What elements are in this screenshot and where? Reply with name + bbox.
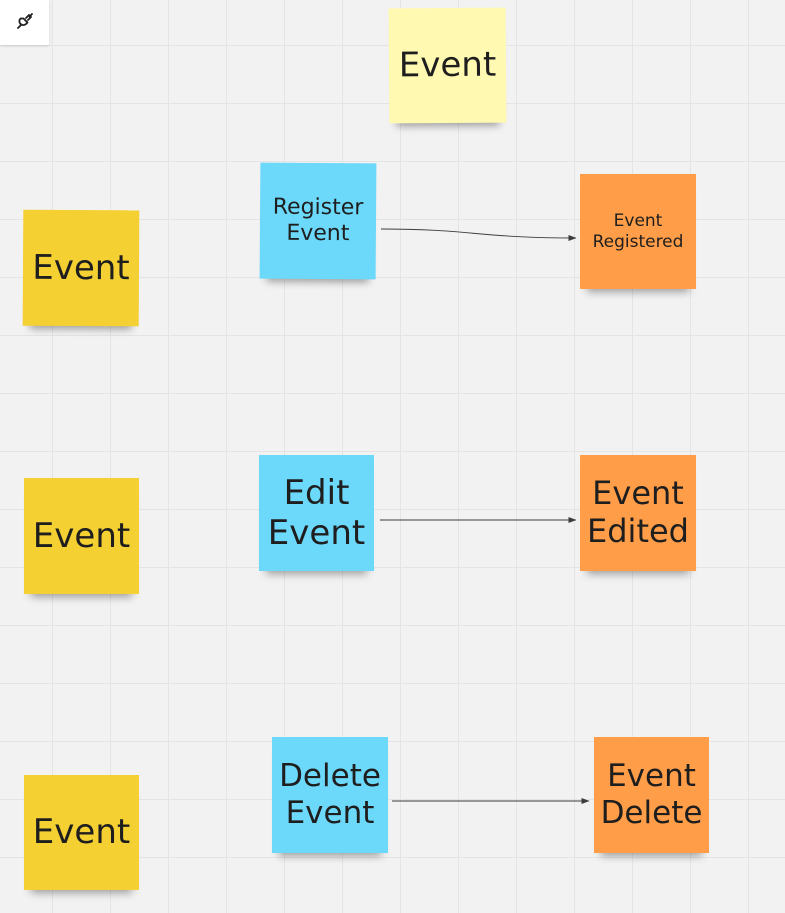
sticky-note-text: Event [32, 247, 130, 289]
sticky-note-text: Register Event [272, 194, 364, 247]
plug-icon [14, 10, 36, 36]
sticky-note-event-edited[interactable]: Event Edited [580, 455, 696, 571]
sticky-note-event-registered[interactable]: Event Registered [580, 174, 696, 289]
sticky-note-edit-event[interactable]: Edit Event [259, 455, 374, 571]
sticky-note-text: Event [32, 515, 131, 556]
sticky-note-text: Event Registered [592, 211, 684, 252]
sticky-note-text: Event Edited [587, 474, 689, 550]
sticky-note-event-row3[interactable]: Event [24, 775, 139, 890]
sticky-note-delete-event[interactable]: Delete Event [272, 737, 388, 853]
sticky-note-text: Event [398, 45, 497, 86]
sticky-note-event-delete[interactable]: Event Delete [594, 737, 709, 853]
sticky-note-register-event[interactable]: Register Event [259, 162, 377, 280]
sticky-note-text: Delete Event [279, 758, 381, 831]
sticky-note-text: Event [32, 812, 131, 853]
sticky-note-header-event[interactable]: Event [388, 7, 507, 124]
plugin-button[interactable] [0, 0, 49, 45]
sticky-note-event-row2[interactable]: Event [24, 478, 139, 594]
connector-register-to-registered[interactable] [380, 228, 577, 241]
sticky-note-text: Event Delete [600, 758, 703, 831]
sticky-note-event-row1[interactable]: Event [22, 209, 140, 327]
sticky-note-text: Edit Event [267, 472, 366, 553]
